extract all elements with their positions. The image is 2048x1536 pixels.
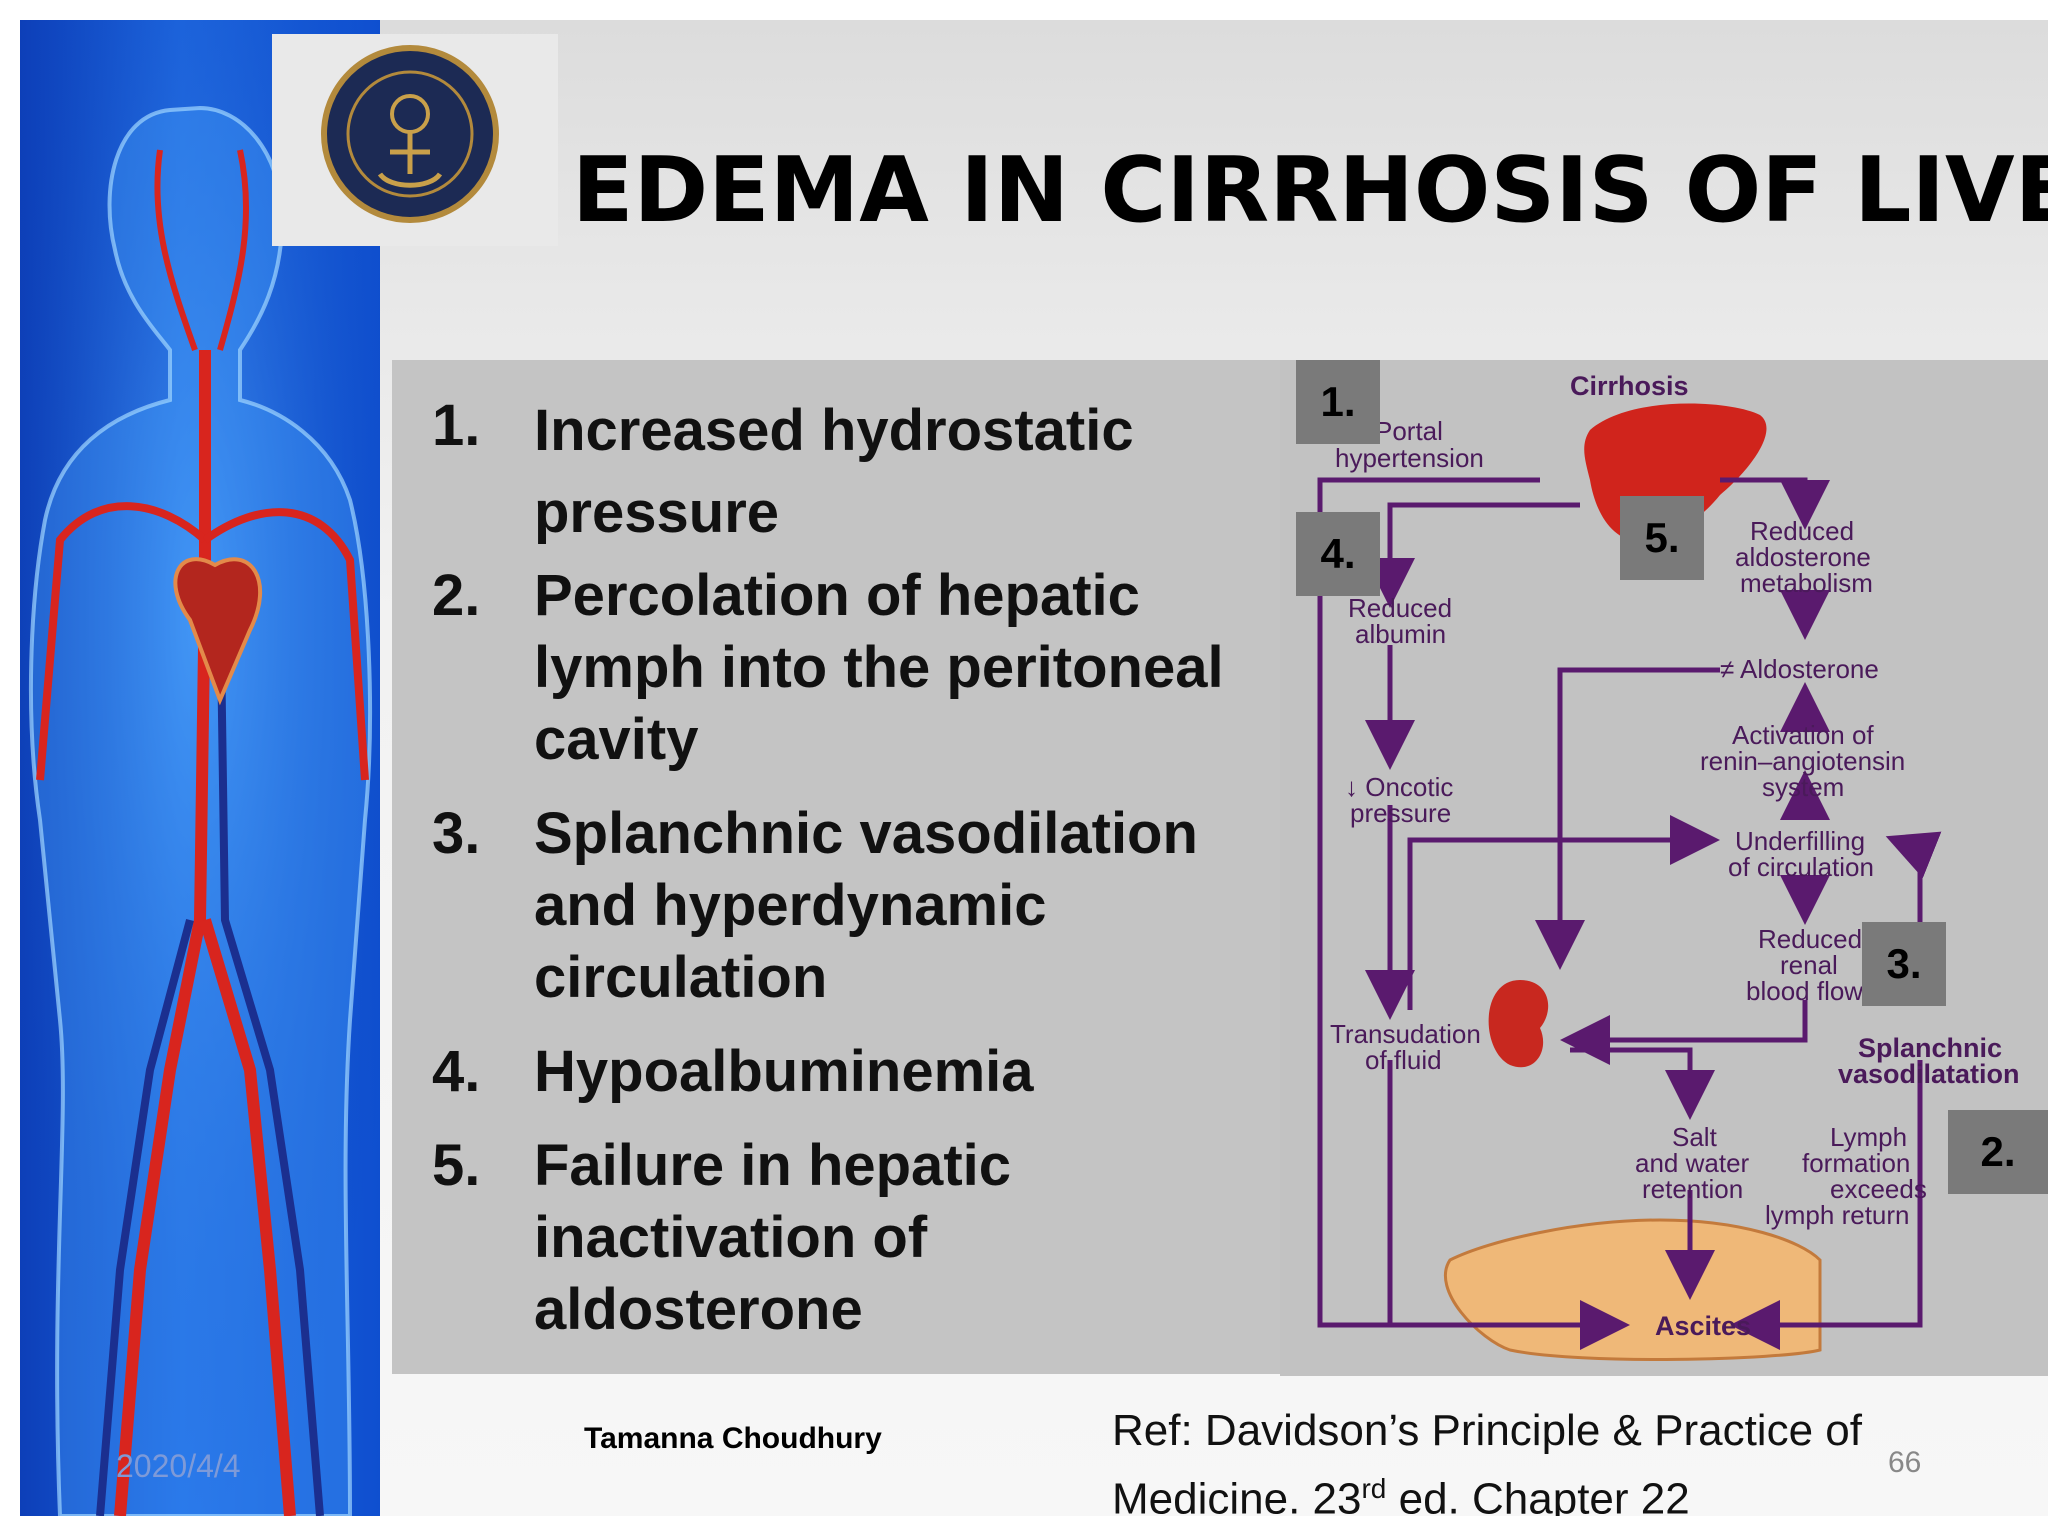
list-number: 2. [432, 563, 481, 628]
label-reduced-aldo: metabolism [1740, 568, 1873, 598]
list-text: Failure in hepatic inactivation of aldos… [534, 1133, 1011, 1342]
label-activation: renin–angiotensin [1700, 746, 1905, 776]
author-name: Tamanna Choudhury [584, 1422, 882, 1455]
anatomy-illustration [20, 20, 380, 1516]
label-activation: system [1762, 772, 1844, 802]
slide-date: 2020/4/4 [116, 1448, 241, 1484]
list-number: 3. [432, 801, 481, 866]
tag-4: 4. [1296, 512, 1380, 596]
label-cirrhosis: Cirrhosis [1570, 371, 1689, 401]
page-number: 66 [1888, 1446, 1922, 1479]
pathophysiology-diagram: Cirrhosis Portal hypertension Reduced al… [1280, 360, 2048, 1376]
list-number: 1. [432, 393, 481, 458]
flow-diagram: Cirrhosis Portal hypertension Reduced al… [1317, 371, 2020, 1361]
label-salt-water: retention [1642, 1174, 1743, 1204]
tag-3: 3. [1862, 922, 1946, 1006]
label-underfilling: Underfilling [1735, 826, 1865, 856]
label-renal: Reduced [1758, 924, 1862, 954]
label-reduced-albumin: Reduced [1348, 593, 1452, 623]
reference: Ref: Davidson’s Principle & Practice of … [1112, 1402, 1932, 1516]
reference-line-1: Ref: Davidson’s Principle & Practice of [1112, 1406, 1862, 1455]
label-transudation: Transudation [1330, 1019, 1481, 1049]
label-reduced-aldo: Reduced [1750, 516, 1854, 546]
label-reduced-albumin: albumin [1355, 619, 1446, 649]
label-lymph: exceeds [1830, 1174, 1927, 1204]
reference-line-2: Medicine. 23rd ed. Chapter 22 [1112, 1473, 1690, 1516]
label-oncotic: pressure [1350, 798, 1451, 828]
slide: EDEMA IN CIRRHOSIS OF LIVER 1. Increased… [20, 20, 2048, 1516]
slide-title: EDEMA IN CIRRHOSIS OF LIVER [572, 138, 2048, 243]
list-text: Hypoalbuminemia [534, 1039, 1034, 1104]
list-number: 5. [432, 1133, 481, 1198]
label-transudation: of fluid [1365, 1045, 1442, 1075]
tag-1: 1. [1296, 360, 1380, 444]
label-splanchnic: Splanchnic [1858, 1033, 2002, 1063]
heart-icon [173, 557, 262, 706]
list-text: Splanchnic vasodilation and hyperdynamic… [534, 801, 1198, 1010]
kidney-icon [1488, 980, 1549, 1068]
label-portal: hypertension [1335, 443, 1484, 473]
label-activation: Activation of [1732, 720, 1874, 750]
label-lymph: lymph return [1765, 1200, 1910, 1230]
label-ascites: Ascites [1655, 1311, 1751, 1341]
label-lymph: formation [1802, 1148, 1910, 1178]
list-text: Percolation of hepatic lymph into the pe… [534, 563, 1224, 772]
list-text: Increased hydrostatic pressure [534, 398, 1134, 545]
label-renal: blood flow [1746, 976, 1863, 1006]
college-logo [272, 34, 558, 246]
label-salt-water: and water [1635, 1148, 1750, 1178]
label-oncotic: ↓ Oncotic [1345, 772, 1453, 802]
label-portal: Portal [1375, 416, 1443, 446]
list-number: 4. [432, 1039, 481, 1104]
label-aldosterone: ≠ Aldosterone [1720, 654, 1879, 684]
label-reduced-aldo: aldosterone [1735, 542, 1871, 572]
label-underfilling: of circulation [1728, 852, 1874, 882]
cause-list: 1. Increased hydrostatic pressure 2. Per… [392, 360, 1300, 1374]
label-renal: renal [1780, 950, 1838, 980]
tag-5: 5. [1620, 496, 1704, 580]
label-lymph: Lymph [1830, 1122, 1907, 1152]
label-salt-water: Salt [1672, 1122, 1718, 1152]
label-splanchnic: vasodilatation [1838, 1059, 2020, 1089]
circulatory-system-image [20, 20, 380, 1516]
abdomen-icon [1443, 1218, 1822, 1361]
tag-2: 2. [1948, 1110, 2048, 1194]
